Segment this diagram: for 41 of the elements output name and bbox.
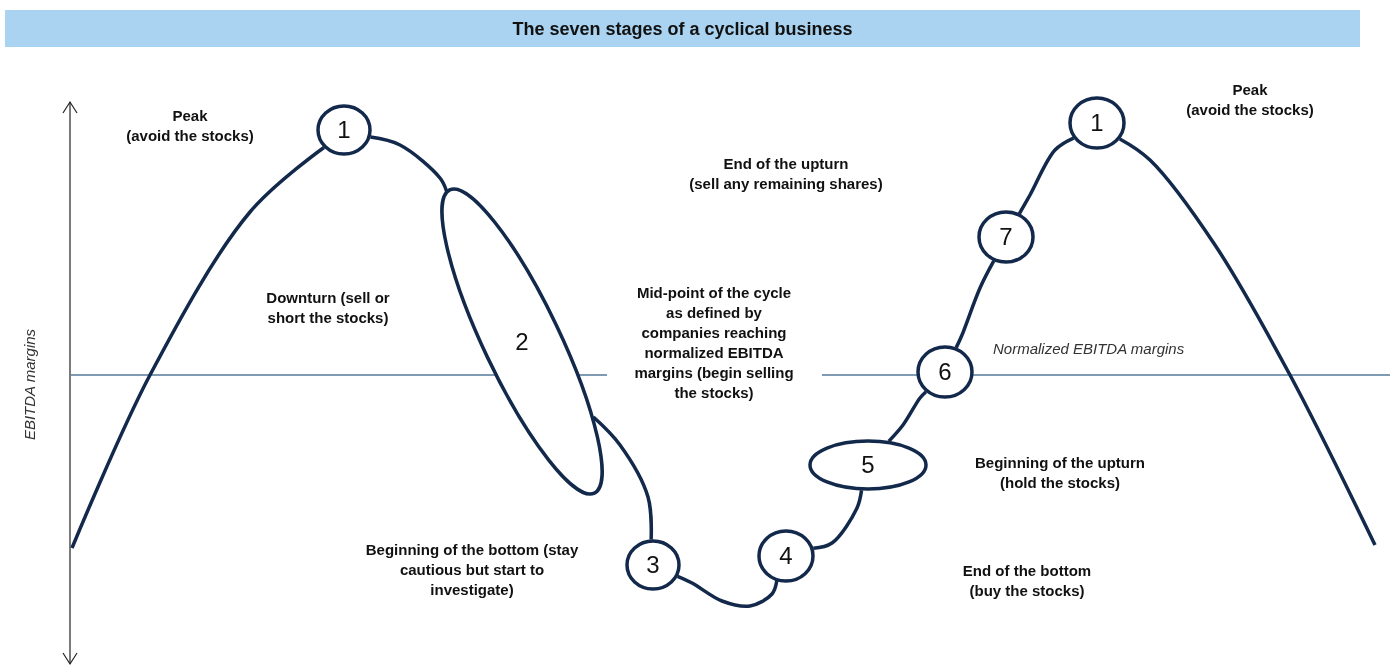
stage-number: 4	[779, 543, 793, 568]
stage-number: 6	[938, 359, 952, 384]
diagram-title: The seven stages of a cyclical business	[512, 18, 853, 39]
cycle-curve-segment	[1017, 136, 1075, 215]
stage-ellipse	[808, 439, 928, 491]
cycle-curve-segment	[954, 260, 996, 349]
stage-number: 1	[337, 117, 351, 142]
cycle-curve-segment	[1118, 137, 1377, 546]
cycle-curve-segment	[813, 490, 864, 551]
stage-description: Mid-point of the cycle as defined by companies reaching normalized EBITDA margins (begin selling the stocks)	[633, 283, 795, 403]
stage-description: (avoid the stocks)	[1185, 100, 1315, 120]
reference-line-label: Normalized EBITDA margins	[993, 340, 1185, 357]
stage-circle	[1068, 96, 1126, 150]
stage-description: Peak	[171, 106, 209, 126]
stage-description: Beginning of the upturn	[974, 453, 1146, 473]
stage-circle	[625, 539, 681, 591]
stage-circle	[916, 345, 974, 399]
stage-description: (avoid the stocks)	[125, 126, 255, 146]
cycle-curve-segment	[592, 415, 653, 540]
stage-number: 7	[999, 224, 1013, 249]
stage-number: 3	[646, 552, 660, 577]
axis-label: EBITDA margins	[21, 328, 39, 441]
stage-description: (hold the stocks)	[999, 473, 1121, 493]
stage-number: 1	[1090, 110, 1104, 135]
stage-circle	[316, 104, 372, 156]
stage-description: Beginning of the bottom (stay cautious but start to investigate)	[364, 540, 580, 600]
stage-description: (sell any remaining shares)	[688, 174, 884, 194]
stage-number: 5	[861, 452, 875, 477]
stage-description: End of the bottom	[961, 561, 1093, 581]
stage-ellipse	[439, 187, 605, 497]
stage-description: Peak	[1231, 80, 1269, 100]
cycle-curve-segment	[887, 390, 928, 443]
cycle-curve-segment	[370, 135, 449, 192]
stage-description: Downturn (sell or short the stocks)	[265, 288, 391, 328]
stage-circle	[977, 210, 1035, 264]
stage-description: (buy the stocks)	[968, 581, 1086, 601]
cycle-curve-segment	[70, 146, 325, 549]
stage-description: End of the upturn	[722, 154, 850, 174]
stage-circle	[757, 529, 815, 583]
stage-number: 2	[515, 329, 529, 354]
cycle-curve-segment	[676, 574, 779, 609]
